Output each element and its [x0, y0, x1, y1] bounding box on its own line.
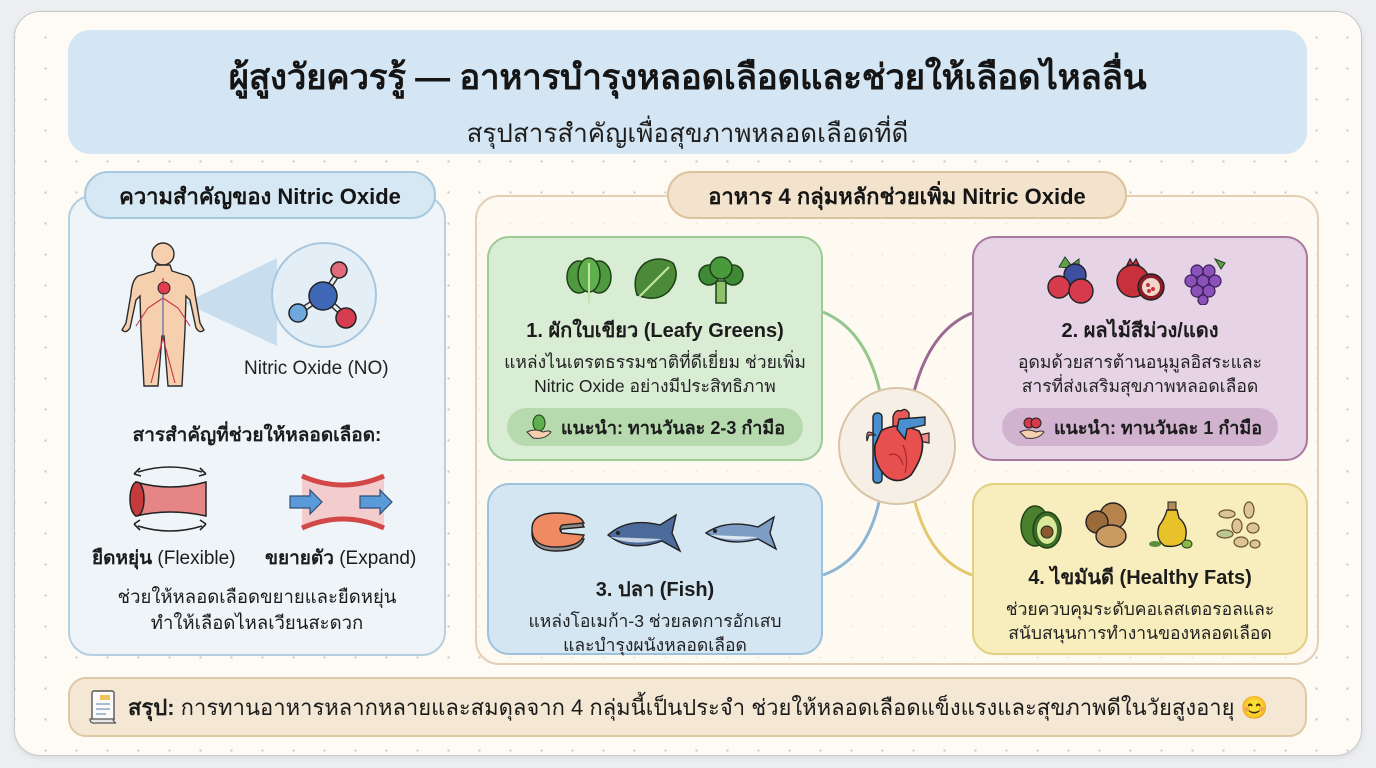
left-panel-description: ช่วยให้หลอดเลือดขยายและยืดหยุ่น ทำให้เลื… — [117, 586, 397, 633]
hand-with-berries-icon — [1019, 417, 1045, 439]
hand-with-greens-icon — [526, 414, 552, 439]
berries-icon — [1047, 256, 1094, 304]
food-group-card-leafy-greens: 1. ผักใบเขียว (Leafy Greens) แหล่งไนเตรต… — [487, 236, 823, 461]
zoom-beam-icon — [185, 258, 277, 346]
right-panel-title: อาหาร 4 กลุ่มหลักช่วยเพิ่ม Nitric Oxide — [667, 171, 1127, 219]
page-title: ผู้สูงวัยควรรู้ — อาหารบำรุงหลอดเลือดและ… — [228, 58, 1147, 97]
molecule-zoom-circle — [271, 242, 377, 348]
recommendation-badge: แนะนำ: ทานวันละ 2-3 กำมือ — [507, 408, 803, 446]
recommendation-badge: แนะนำ: ทานวันละ 1 กำมือ — [1002, 408, 1278, 446]
smile-emoji-icon: 😊 — [1240, 694, 1269, 720]
heart-icon — [866, 408, 930, 484]
olive-oil-icon — [1149, 501, 1193, 549]
card-description: แหล่งไนเตรตธรรมชาติที่ดีเยี่ยม ช่วยเพิ่ม… — [504, 352, 806, 396]
expanding-vessel-icon — [289, 473, 393, 531]
food-group-card-purple-red-fruits: 2. ผลไม้สีม่วง/แดง อุดมด้วยสารต้านอนุมูล… — [972, 236, 1308, 461]
summary-banner: สรุป: การทานอาหารหลากหลายและสมดุลจาก 4 ก… — [68, 677, 1307, 737]
mackerel-icon — [704, 515, 778, 551]
pomegranate-icon — [1116, 257, 1165, 301]
summary-text: สรุป: การทานอาหารหลากหลายและสมดุลจาก 4 ก… — [128, 694, 1269, 720]
spinach-icon — [566, 257, 612, 303]
scroll-document-icon — [89, 690, 117, 724]
heart-center-circle — [838, 387, 956, 505]
walnut-icon — [1085, 502, 1127, 548]
card-title: 4. ไขมันดี (Healthy Fats) — [1028, 567, 1252, 589]
grapes-icon — [1184, 257, 1226, 305]
card-title: 1. ผักใบเขียว (Leafy Greens) — [526, 320, 784, 342]
card-description: อุดมด้วยสารต้านอนุมูลอิสระและ สารที่ส่งเ… — [1017, 352, 1263, 396]
card-description: แหล่งโอเมก้า-3 ช่วยลดการอักเสบ และบำรุงผ… — [528, 611, 782, 655]
avocado-icon — [1020, 505, 1062, 549]
left-panel-subheading: สารสำคัญที่ช่วยให้หลอดเลือด: — [132, 425, 382, 446]
tuna-icon — [606, 513, 682, 553]
human-body-circulation-icon — [121, 242, 205, 387]
food-group-card-fish: 3. ปลา (Fish) แหล่งโอเมก้า-3 ช่วยลดการอั… — [487, 483, 823, 655]
expand-label: ขยายตัว (Expand) — [265, 548, 417, 569]
broccoli-icon — [698, 256, 744, 304]
page-subtitle: สรุปสารสำคัญเพื่อสุขภาพหลอดเลือดที่ดี — [466, 118, 909, 148]
kale-icon — [634, 258, 677, 299]
card-title: 2. ผลไม้สีม่วง/แดง — [1061, 320, 1219, 342]
molecule-label: Nitric Oxide (NO) — [244, 358, 389, 379]
nitric-oxide-molecule-icon — [288, 261, 357, 329]
food-group-card-healthy-fats: 4. ไขมันดี (Healthy Fats) ช่วยควบคุมระดั… — [972, 483, 1308, 655]
card-description: ช่วยควบคุมระดับคอเลสเตอรอลและ สนับสนุนกา… — [1005, 599, 1275, 643]
flexible-vessel-icon — [129, 466, 207, 532]
salmon-steak-icon — [531, 512, 585, 552]
seeds-icon — [1216, 501, 1261, 549]
left-panel-title: ความสำคัญของ Nitric Oxide — [84, 171, 436, 219]
card-title: 3. ปลา (Fish) — [595, 579, 715, 601]
flexible-label: ยืดหยุ่น (Flexible) — [92, 548, 236, 569]
header-banner: ผู้สูงวัยควรรู้ — อาหารบำรุงหลอดเลือดและ… — [68, 30, 1307, 154]
